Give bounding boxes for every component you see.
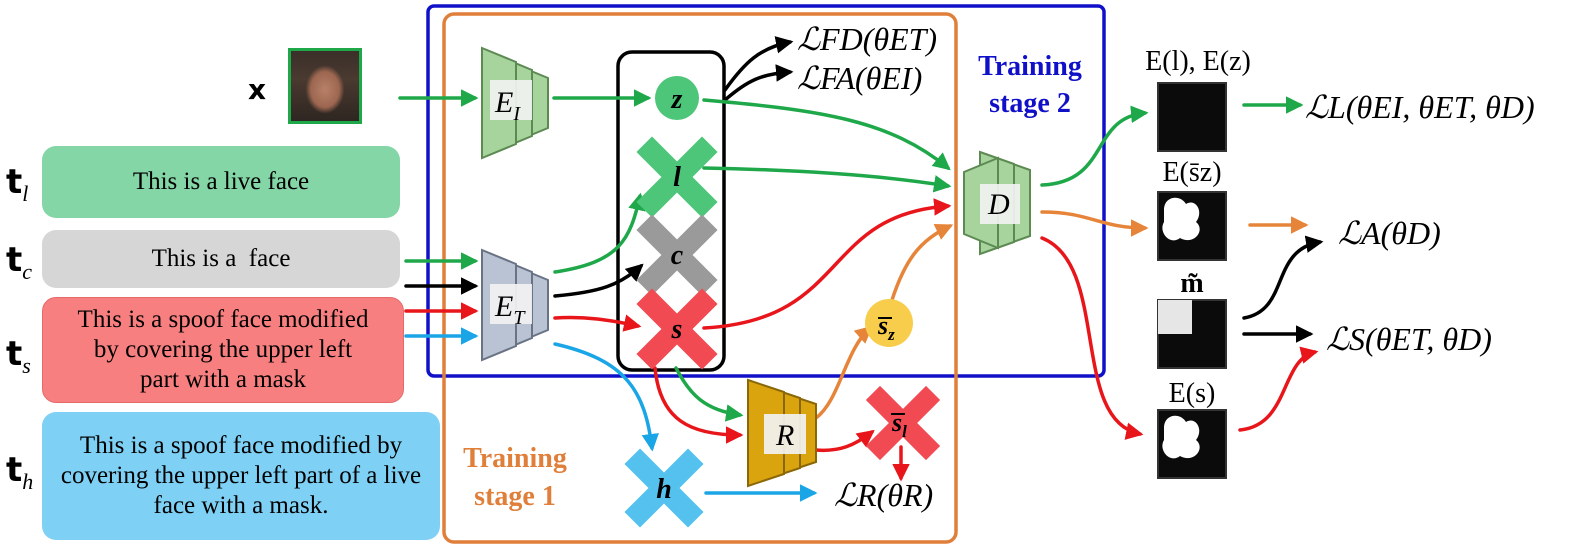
loss-s: ℒS(θET, θD) <box>1326 321 1492 357</box>
stage2-box <box>426 4 1106 378</box>
prompt-text-class: This is a face <box>151 245 291 272</box>
embedding-z: z <box>655 76 699 120</box>
output-map-es <box>1157 409 1227 479</box>
output-map-el-ez <box>1157 82 1227 152</box>
reconstructor-block: R <box>747 378 817 488</box>
loss-l: ℒL(θEI, θET, θD) <box>1305 89 1535 125</box>
prompt-text-spoof: This is a spoof face modified by coverin… <box>77 306 369 393</box>
output-map-m-tilde <box>1157 299 1227 369</box>
embedding-s-bar-z-label: sz <box>877 311 895 344</box>
embedding-l-label: l <box>673 162 681 193</box>
decoder-block: D <box>963 150 1031 256</box>
stage1-label-line2: stage 1 <box>474 481 556 512</box>
text-encoder-label: ET <box>494 290 526 329</box>
image-encoder-label: EI <box>494 86 521 125</box>
output-label-esz: E(s̄z) <box>1162 157 1221 188</box>
embedding-s-bar-z: sz <box>865 299 913 347</box>
input-face-image <box>288 48 362 124</box>
prompt-label-spoof: ts <box>6 334 31 378</box>
input-x-label: x <box>248 73 266 106</box>
embedding-z-label: z <box>671 84 683 115</box>
arrow-z-to-lfd <box>723 36 794 92</box>
stage1-box <box>442 12 958 544</box>
stage2-label-line2: stage 2 <box>989 88 1071 119</box>
text-encoder-block: ET <box>481 248 549 362</box>
prompt-box-spoof: This is a spoof face modified by coverin… <box>42 297 404 403</box>
arrow-es-to-ls <box>1238 346 1319 432</box>
arrow-r-to-sbarz <box>814 325 873 420</box>
arrow-et-to-l <box>553 192 646 274</box>
output-map-esz <box>1157 191 1227 261</box>
arrow-d-to-el <box>1040 105 1149 187</box>
arrow-et-to-c <box>553 263 644 298</box>
prompt-label-live: tl <box>6 162 29 206</box>
loss-fd: ℒFD(θET) <box>797 21 937 57</box>
embedding-h: h <box>624 448 704 528</box>
prompt-text-live: This is a live face <box>132 168 310 195</box>
prompt-label-class: tc <box>6 240 33 284</box>
arrow-d-to-es <box>1040 236 1144 440</box>
embedding-c: c <box>636 214 718 296</box>
arrow-et-to-h <box>553 342 660 452</box>
prompt-label-hybrid: th <box>6 450 34 494</box>
embedding-s-label: s <box>671 314 683 345</box>
prompt-box-class: This is a face <box>42 230 400 288</box>
prompt-text-hybrid: This is a spoof face modified by coverin… <box>60 432 422 519</box>
stage2-label-line1: Training <box>978 51 1082 82</box>
arrow-s-to-r <box>653 366 744 444</box>
stage1-label-line1: Training <box>463 443 567 474</box>
arrow-et-to-s <box>553 314 642 332</box>
embedding-l: l <box>636 136 718 218</box>
embedding-h-label: h <box>656 474 672 505</box>
output-label-m-tilde: m̃ <box>1180 268 1203 299</box>
arrow-sbarz-to-d <box>890 223 954 302</box>
embedding-c-label: c <box>671 240 684 271</box>
arrow-z-to-lfa <box>723 64 794 102</box>
arrow-r-to-sbarl <box>814 429 875 453</box>
loss-r: ℒR(θR) <box>834 477 933 513</box>
arrow-z-to-r <box>674 366 744 422</box>
image-encoder-block: EI <box>481 46 549 160</box>
loss-fa: ℒFA(θEI) <box>797 60 922 96</box>
stage2-label: Training stage 2 <box>978 51 1082 119</box>
reconstructor-label: R <box>775 419 794 452</box>
arrow-z-to-d <box>702 98 951 171</box>
loss-a: ℒA(θD) <box>1338 215 1441 251</box>
decoder-label: D <box>987 188 1010 221</box>
embedding-group-box <box>616 50 726 372</box>
stage1-label: Training stage 1 <box>463 443 567 512</box>
arrow-d-to-esz <box>1040 210 1149 237</box>
prompt-box-live: This is a live face <box>42 146 400 218</box>
embedding-s-bar-l: sl <box>865 385 941 461</box>
arrow-l-to-d <box>702 166 952 193</box>
output-label-es: E(s) <box>1169 378 1216 409</box>
arrow-m-to-la <box>1242 235 1324 320</box>
arrow-s-to-d <box>702 198 952 330</box>
prompt-box-hybrid: This is a spoof face modified by coverin… <box>42 412 440 540</box>
embedding-s-bar-l-label: sl <box>891 408 907 441</box>
embedding-s: s <box>636 288 718 370</box>
output-label-el-ez: E(l), E(z) <box>1145 46 1251 77</box>
